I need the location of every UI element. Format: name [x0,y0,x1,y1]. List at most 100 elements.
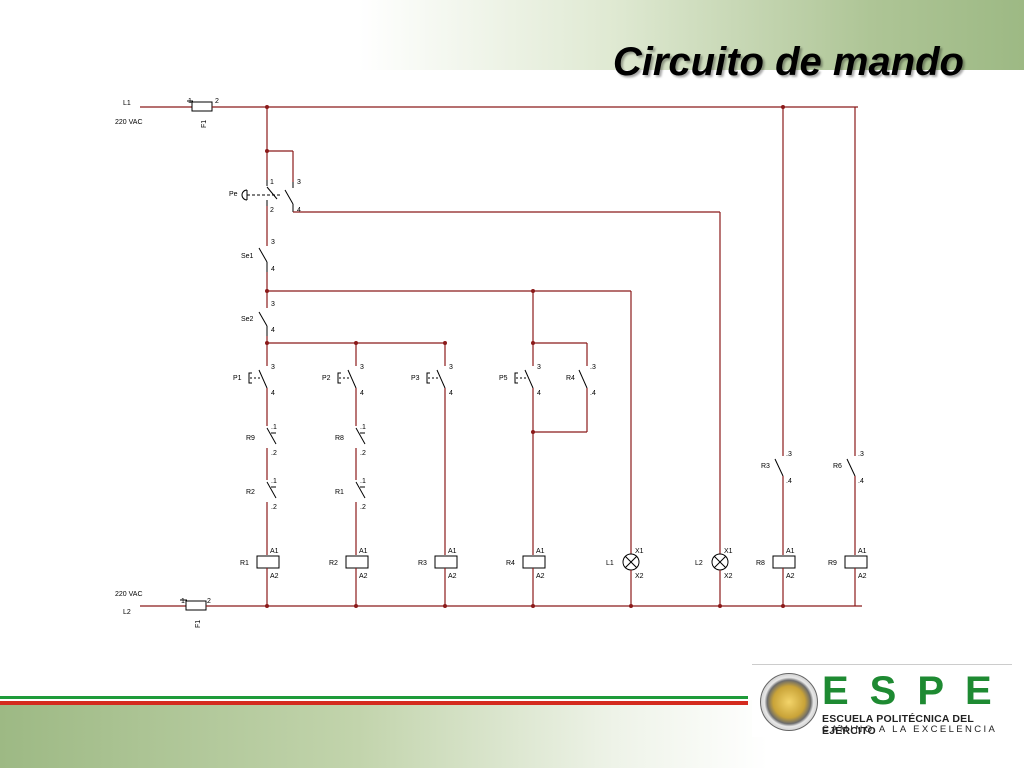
r2-contact-pin1: .1 [271,478,277,485]
bottom-fuse [185,600,207,611]
junction-dot [265,604,269,608]
junction-dot [531,604,535,608]
se1-pin3: 3 [271,239,275,246]
r1-coil-label: R1 [240,560,249,567]
l2-voltage: 220 VAC [115,591,143,598]
se2-blade [258,311,268,327]
se2-label: Se2 [241,316,254,323]
se1-blade [258,247,268,263]
r8-contact-pin2: .2 [360,450,366,457]
r4-contact-pin3: .3 [590,364,596,371]
r9-coil-a1: A1 [858,548,867,555]
p2-blade [347,369,357,389]
pe-pin4: 4 [297,207,301,214]
top-fuse-pin2: 2 [215,98,219,105]
p2-pushbutton-icon [337,372,341,384]
r3-contact-label: R3 [761,463,770,470]
r8-contact-label: R8 [335,435,344,442]
top-fuse-pin1: 1 [188,98,192,105]
junction-dot [265,341,269,345]
r2-coil-label: R2 [329,560,338,567]
junction-dot [629,604,633,608]
p2-pin4: 4 [360,390,364,397]
l1-voltage: 220 VAC [115,119,143,126]
l1-lamp-cross-b [624,555,638,569]
p3-pushbutton-icon [426,372,430,384]
p5-blade [524,369,534,389]
r2-contact-label: R2 [246,489,255,496]
r8-contact-pin1: .1 [360,424,366,431]
junction-dot [781,105,785,109]
flag-stripes [0,696,748,708]
r1-coil-a2: A2 [270,573,279,580]
r1-contact-label: R1 [335,489,344,496]
r2-coil-a1: A1 [359,548,368,555]
r2-nc-blade [266,481,277,499]
r2-contact-pin2: .2 [271,504,277,511]
r4-contact-label: R4 [566,375,575,382]
junction-dot [265,149,269,153]
l2-lamp-label: L2 [695,560,703,567]
l2-lamp-x1: X1 [724,548,733,555]
r6-contact-label: R6 [833,463,842,470]
pe-pin2: 2 [270,207,274,214]
l1-lamp-x1: X1 [635,548,644,555]
r4-coil-a1: A1 [536,548,545,555]
p5-pin3: 3 [537,364,541,371]
pe-pin3: 3 [297,179,301,186]
junction-dot [531,341,535,345]
r9-coil-a2: A2 [858,573,867,580]
r4-coil-a2: A2 [536,573,545,580]
pe-mushroom-icon [241,189,248,201]
espe-name: ESCUELA POLITÉCNICA DEL EJÉRCITO [822,713,974,737]
l1-lamp-label: L1 [606,560,614,567]
r9-coil-icon [844,555,868,569]
r8-nc-blade [355,427,366,445]
r4-contact-pin4: .4 [590,390,596,397]
p1-pin4: 4 [271,390,275,397]
bottom-fuse-pin1: 1 [181,598,185,605]
r6-contact-pin4: .4 [858,478,864,485]
l2-label: L2 [123,609,131,616]
p3-pin4: 4 [449,390,453,397]
r9-nc-blade [266,427,277,445]
top-gradient-band [0,0,1024,70]
top-fuse-label: F1 [201,120,208,128]
se1-pin4: 4 [271,266,275,273]
r6-no-blade [846,458,856,477]
r3-coil-a2: A2 [448,573,457,580]
r3-coil-icon [434,555,458,569]
university-seal-icon [760,673,818,731]
r4-coil-icon [522,555,546,569]
r4-no-blade [578,369,588,389]
r1-contact-pin1: .1 [360,478,366,485]
pe-contact-blade [266,186,278,200]
p2-pin3: 3 [360,364,364,371]
junction-dot [354,604,358,608]
r8-coil-icon [772,555,796,569]
r8-coil-a2: A2 [786,573,795,580]
l2-lamp-cross-b [713,555,727,569]
r3-coil-a1: A1 [448,548,457,555]
r1-coil-a1: A1 [270,548,279,555]
r8-coil-label: R8 [756,560,765,567]
p3-label: P3 [411,375,420,382]
l1-lamp-x2: X2 [635,573,644,580]
r1-nc-blade [355,481,366,499]
r1-coil-icon [256,555,280,569]
r1-contact-pin2: .2 [360,504,366,511]
espe-logo: ESPE ESCUELA POLITÉCNICA DEL EJÉRCITO CA… [752,664,1012,737]
junction-dot [443,604,447,608]
pe-no-blade [284,189,294,205]
r3-no-blade [774,458,784,477]
r3-coil-label: R3 [418,560,427,567]
espe-wordmark: ESPE [822,669,1013,713]
r4-coil-label: R4 [506,560,515,567]
pe-label: Pe [229,191,238,198]
p5-label: P5 [499,375,508,382]
p3-blade [436,369,446,389]
se2-pin3: 3 [271,301,275,308]
r9-contact-pin2: .2 [271,450,277,457]
junction-dot [718,604,722,608]
